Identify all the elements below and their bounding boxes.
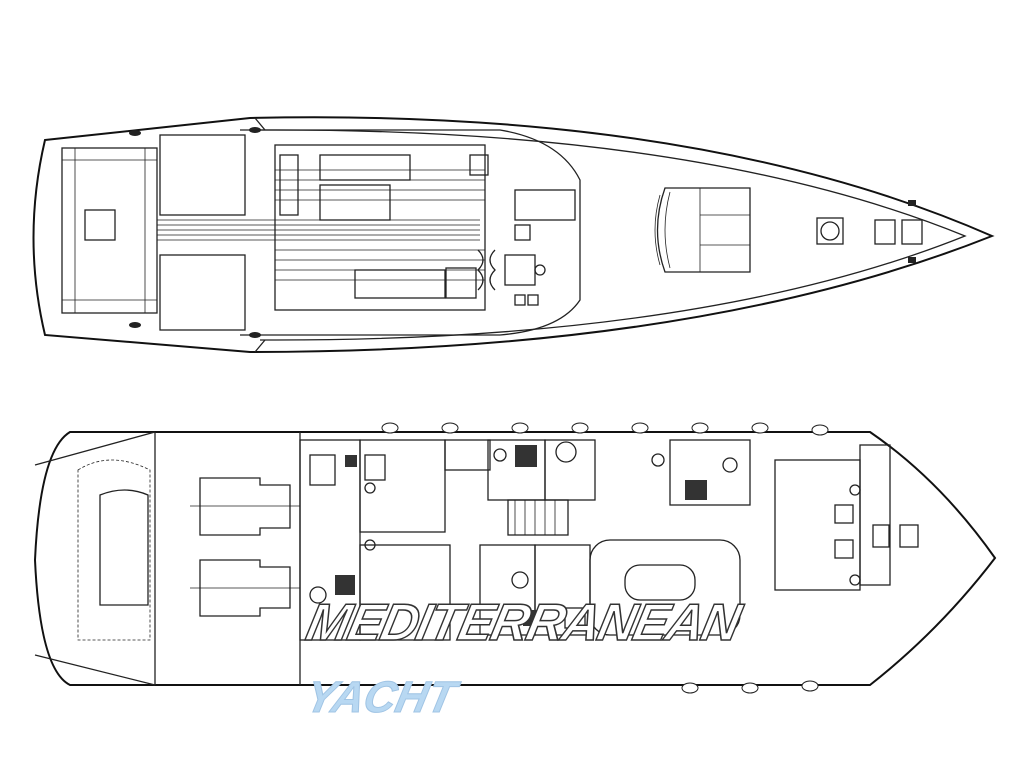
main-deck-plan (32, 116, 995, 354)
watermark-line1: MEDITERRANEAN (301, 594, 747, 652)
watermark-logo: MEDITERRANEAN YACHT (301, 593, 748, 723)
watermark-line2: YACHT (302, 673, 464, 721)
lower-deck-plan (33, 422, 997, 694)
